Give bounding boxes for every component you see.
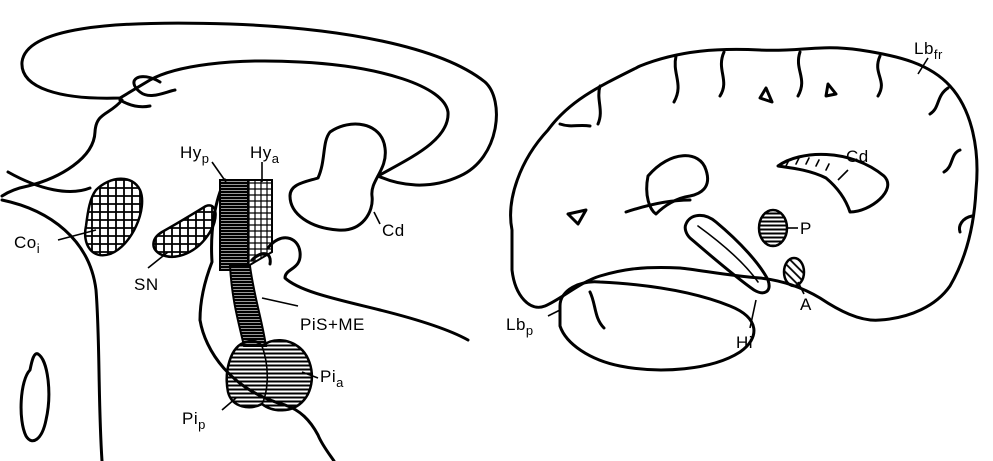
label-parietal-lobe: Lbp (506, 315, 534, 338)
sulcus-1 (598, 86, 600, 124)
sulcus-3 (720, 52, 724, 96)
pointer-cd-left (374, 212, 380, 224)
label-caudate-right: Cd (846, 147, 869, 166)
thalamic-line (2, 100, 122, 196)
cerebrum-outline (511, 48, 977, 320)
inferior-colliculus-region (85, 179, 142, 256)
sulcus-8 (944, 150, 960, 172)
label-hippocampus: Hi (736, 333, 753, 352)
amygdala-region (784, 258, 804, 286)
pointer-lbp (548, 310, 560, 316)
label-caudate-left: Cd (382, 221, 405, 240)
pituitary-gland-lobes (227, 340, 312, 410)
temporal-lobe-outline (560, 282, 754, 370)
label-hy-posterior: Hyp (180, 143, 210, 166)
sulcus-4 (798, 52, 802, 96)
caudate-nucleus-left (290, 124, 385, 230)
small-triangle-3 (568, 210, 586, 224)
label-putamen: P (800, 219, 812, 238)
sulcus-2 (674, 56, 678, 102)
pointer-sn (148, 252, 168, 268)
pituitary-stalk-median-eminence (230, 266, 266, 346)
pointer-cd-right (838, 170, 848, 180)
small-triangle-2 (826, 84, 836, 96)
small-loop-structure (21, 354, 49, 441)
label-pis-me: PiS+ME (300, 315, 365, 334)
anterior-hypothalamus-region (248, 180, 272, 266)
label-hy-anterior: Hya (250, 143, 280, 166)
sulcus-6 (930, 88, 948, 114)
septal-line (120, 100, 150, 107)
label-pituitary-posterior: Pip (182, 409, 206, 432)
right-lateral-section: Lbfr Cd P A Hi Lbp (506, 39, 977, 370)
temporal-sulcus (590, 292, 604, 328)
sulcus-7 (560, 124, 590, 126)
infundibulum-outline (268, 238, 468, 340)
label-substantia-nigra: SN (134, 275, 159, 294)
sulcus-5 (878, 56, 882, 96)
pointer-pis-me (262, 298, 298, 306)
pointer-pip (222, 398, 236, 410)
substantia-nigra-region (153, 205, 215, 256)
label-pituitary-anterior: Pia (320, 367, 344, 390)
left-sagittal-section: Hyp Hya Cd Coi SN PiS+ME Pia Pip (2, 23, 496, 461)
label-colliculus: Coi (14, 233, 40, 256)
caudate-nucleus-right (778, 154, 888, 212)
putamen-region (759, 210, 787, 246)
posterior-hypothalamus-region (220, 180, 248, 270)
small-triangle-1 (760, 88, 772, 102)
label-amygdala: A (800, 295, 812, 314)
